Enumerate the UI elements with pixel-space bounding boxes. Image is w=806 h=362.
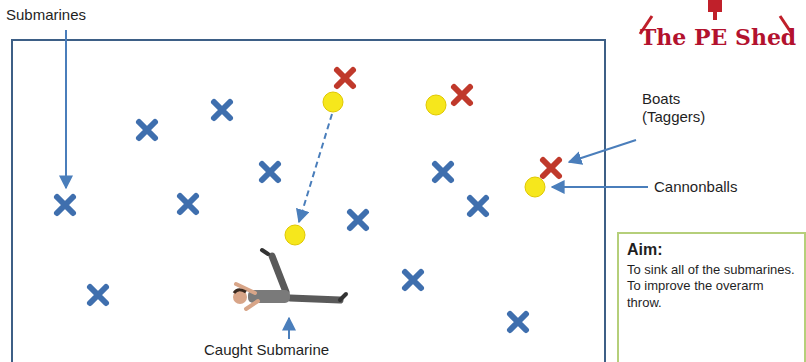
cannonballs [285,92,545,245]
logo-text: The PE Shed [640,24,800,50]
aim-text: To sink all of the submarines. To improv… [627,262,796,311]
person-figure [233,250,346,309]
playing-area [12,40,605,362]
ball-label: Cannonballs [654,178,774,196]
aim-heading: Aim: [627,240,796,260]
boat-markers [337,70,559,176]
throw-arrow [299,114,332,222]
tagger-label: Boats (Taggers) [642,90,724,126]
figure-label: Caught Submarine [204,341,364,359]
area-label: Submarines [6,6,126,24]
submarine-markers [57,102,526,330]
aim-box: Aim:To sink all of the submarines. To im… [617,232,806,362]
leader-arrows [66,30,648,339]
